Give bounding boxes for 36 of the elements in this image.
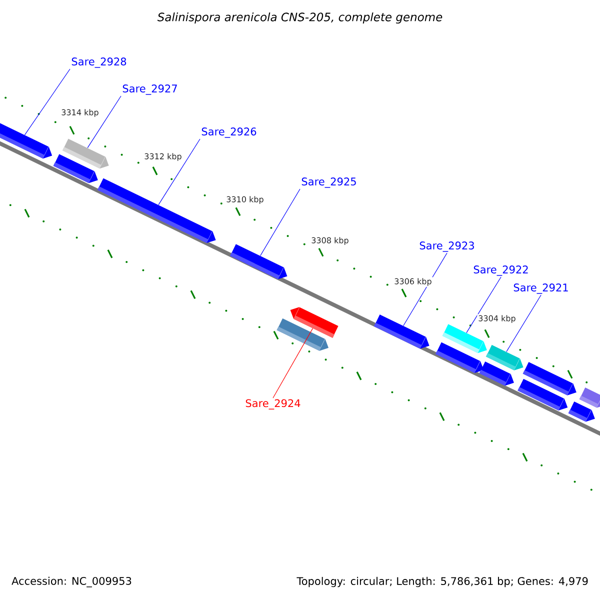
gene-feature	[230, 244, 288, 280]
leader-line	[87, 96, 122, 148]
leader-line	[466, 276, 502, 334]
gene-label: Sare_2921	[514, 284, 568, 294]
gene-feature	[97, 178, 216, 244]
gene-feature	[522, 362, 576, 396]
title: Salinispora arenicola CNS-205, complete genome	[157, 12, 442, 24]
gene-feature	[442, 324, 487, 354]
gene-label: Sare_2928	[72, 58, 126, 68]
gene-label: Sare_2926	[202, 128, 256, 138]
gene-label: Sare_2922	[474, 266, 528, 276]
scale-label: 3312 kbp	[143, 152, 183, 162]
leader-line	[260, 188, 300, 256]
gene-feature	[62, 138, 109, 169]
gene-label: Sare_2927	[122, 84, 177, 95]
gene-label: Sare_2925	[302, 178, 356, 188]
leader-line	[158, 138, 200, 206]
leader-line	[272, 328, 314, 398]
gene-feature	[579, 388, 600, 408]
scale-label: 3308 kbp	[310, 236, 350, 246]
gene-label: Sare_2924	[246, 399, 300, 410]
accession-text: Accession: NC_009953	[12, 576, 132, 588]
scale-label: 3314 kbp	[60, 108, 100, 118]
gene-feature	[290, 307, 338, 338]
scale-label: 3304 kbp	[477, 314, 517, 324]
scale-label: 3310 kbp	[225, 195, 265, 205]
leader-line	[403, 252, 448, 326]
gene-feature	[568, 402, 595, 422]
gene-feature	[374, 314, 430, 349]
leader-line	[24, 68, 70, 136]
genome-stats-text: Topology: circular; Length: 5,786,361 bp; Genes: 4,979	[296, 576, 588, 588]
scale-label: 3306 kbp	[393, 277, 433, 287]
gene-label: Sare_2923	[420, 242, 474, 252]
gene-feature	[0, 122, 52, 159]
leader-line	[506, 294, 542, 352]
gene-feature	[486, 344, 524, 370]
